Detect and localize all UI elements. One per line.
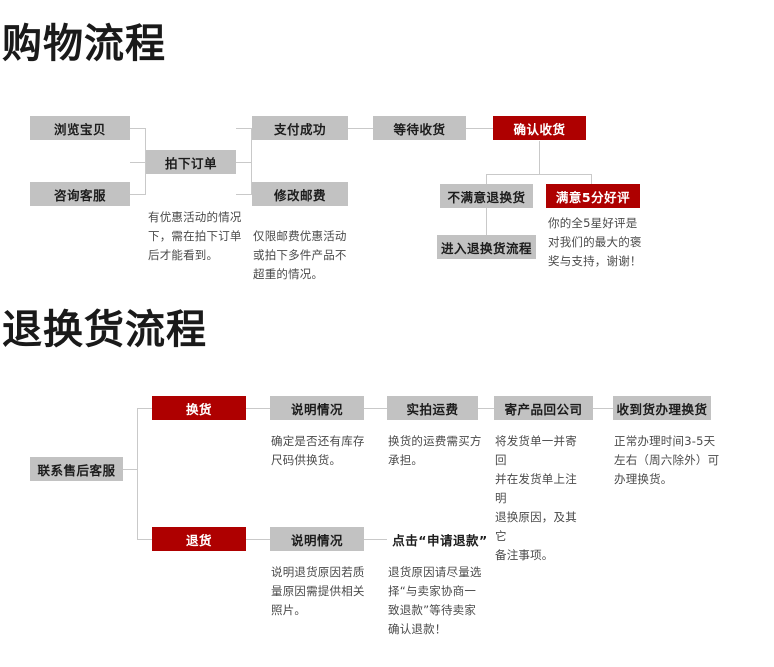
note-satisfied-review: 你的全5星好评是对我们的最大的褒奖与支持，谢谢！: [548, 216, 642, 268]
flow-box-confirm-receive-label: 确认收货: [513, 121, 566, 137]
flow-box-exchange-shipping[interactable]: 实拍运费: [387, 396, 478, 420]
flow-box-exchange[interactable]: 换货: [152, 396, 246, 420]
flow-box-browse[interactable]: 浏览宝贝: [30, 116, 130, 140]
flow-box-refund-explain-label: 说明情况: [290, 532, 343, 548]
flow-box-received-process-label: 收到货办理换货: [616, 401, 708, 417]
connector-split-to-shipping: [236, 194, 252, 195]
connector-service-split-bar: [137, 408, 138, 539]
flow-box-contact-service-label: 联系售后客服: [37, 462, 116, 478]
connector-shipping-to-sendback: [478, 408, 494, 409]
flow-box-exchange-explain-label: 说明情况: [290, 401, 343, 417]
flow-box-send-back-label: 寄产品回公司: [504, 401, 583, 417]
note-modify-shipping: 仅限邮费优惠活动或拍下多件产品不超重的情况。: [253, 229, 347, 281]
note-click-refund: 退货原因请尽量选择“与卖家协商一致退款”等待卖家确认退款！: [388, 565, 482, 636]
connector-junction-to-order: [130, 162, 146, 163]
flow-box-wait-receive[interactable]: 等待收货: [373, 116, 466, 140]
connector-wait-to-confirm: [466, 128, 493, 129]
connector-split-to-refund: [137, 539, 152, 540]
connector-confirm-down: [539, 141, 540, 174]
connector-left-merge-bar: [145, 128, 146, 195]
flow-box-refund-label: 退货: [185, 532, 212, 548]
flow-box-exchange-label: 换货: [185, 401, 212, 417]
flow-box-wait-receive-label: 等待收货: [393, 121, 446, 137]
note-refund-explain: 说明退货原因若质量原因需提供相关照片。: [271, 565, 365, 617]
connector-to-dissatisfied: [486, 174, 487, 185]
flow-box-click-refund-label: 点击“申请退款”: [392, 532, 488, 548]
flow-box-satisfied-review[interactable]: 满意5分好评: [546, 184, 640, 208]
note-exchange-explain: 确定是否还有库存尺码供换货。: [271, 434, 365, 467]
flow-box-enter-return-flow-label: 进入退换货流程: [440, 240, 532, 256]
connector-refund-to-explain: [246, 539, 270, 540]
flow-box-refund-explain[interactable]: 说明情况: [270, 527, 364, 551]
flow-box-click-refund[interactable]: 点击“申请退款”: [387, 527, 493, 551]
connector-explain-to-clickrefund: [364, 539, 387, 540]
note-received-process: 正常办理时间3-5天左右（周六除外）可办理换货。: [614, 434, 720, 486]
flow-box-confirm-receive[interactable]: 确认收货: [493, 116, 586, 140]
flow-box-consult-label: 咨询客服: [53, 187, 106, 203]
flow-box-satisfied-review-label: 满意5分好评: [555, 189, 631, 205]
connector-consult-to-junction: [130, 194, 146, 195]
flow-box-pay-success[interactable]: 支付成功: [252, 116, 348, 140]
flow-box-exchange-shipping-label: 实拍运费: [406, 401, 459, 417]
flow-box-browse-label: 浏览宝贝: [53, 121, 106, 137]
flow-box-send-back[interactable]: 寄产品回公司: [494, 396, 593, 420]
section-title-return: 退换货流程: [2, 307, 207, 353]
connector-right-split-bar: [251, 128, 252, 195]
connector-explain-to-shipping: [364, 408, 387, 409]
flow-box-place-order-label: 拍下订单: [164, 155, 217, 171]
connector-exchange-to-explain: [246, 408, 270, 409]
flow-box-received-process[interactable]: 收到货办理换货: [613, 396, 711, 420]
connector-to-satisfied: [591, 174, 592, 185]
flow-box-modify-shipping-label: 修改邮费: [273, 187, 326, 203]
flow-box-enter-return-flow[interactable]: 进入退换货流程: [437, 235, 536, 259]
connector-browse-to-junction: [130, 128, 146, 129]
connector-order-to-split: [236, 162, 252, 163]
connector-split-to-pay: [236, 128, 252, 129]
flow-box-modify-shipping[interactable]: 修改邮费: [252, 182, 348, 206]
note-send-back: 将发货单一并寄回并在发货单上注明退换原因，及其它备注事项。: [495, 434, 577, 562]
section-title-shopping: 购物流程: [2, 21, 166, 67]
connector-pay-to-wait: [348, 128, 373, 129]
connector-split-to-exchange: [137, 408, 152, 409]
flow-box-dissatisfied-return-label: 不满意退换货: [447, 189, 526, 205]
flow-box-place-order[interactable]: 拍下订单: [146, 150, 236, 174]
connector-confirm-split-bar: [486, 174, 592, 175]
connector-sendback-to-received: [593, 408, 613, 409]
flow-box-consult[interactable]: 咨询客服: [30, 182, 130, 206]
note-place-order: 有优惠活动的情况下，需在拍下订单后才能看到。: [148, 210, 242, 262]
flow-box-contact-service[interactable]: 联系售后客服: [30, 457, 123, 481]
flow-box-dissatisfied-return[interactable]: 不满意退换货: [440, 184, 533, 208]
connector-service-to-split: [123, 469, 138, 470]
flow-box-pay-success-label: 支付成功: [273, 121, 326, 137]
flow-box-exchange-explain[interactable]: 说明情况: [270, 396, 364, 420]
note-exchange-shipping: 换货的运费需买方承担。: [388, 434, 482, 467]
connector-dissatisfied-down: [486, 208, 487, 235]
flow-box-refund[interactable]: 退货: [152, 527, 246, 551]
